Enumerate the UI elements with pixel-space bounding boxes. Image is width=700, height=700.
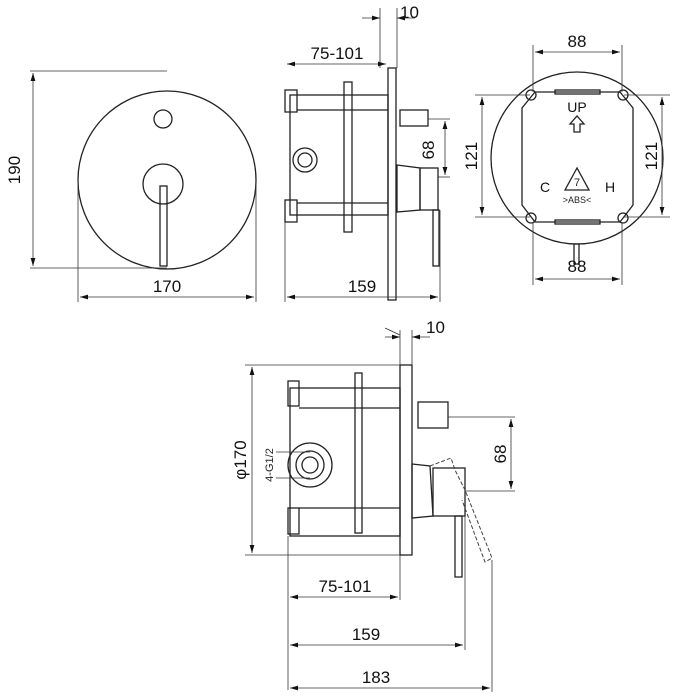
lever-base bbox=[142, 163, 184, 205]
depth-dimension: 75-101 bbox=[311, 44, 364, 63]
total-dimension: 159 bbox=[348, 277, 376, 296]
height-dimension: 190 bbox=[5, 156, 24, 184]
plate bbox=[387, 67, 397, 301]
plate-dimension: 10 bbox=[426, 318, 445, 337]
cold-label: C bbox=[540, 179, 550, 195]
total-dimension: 159 bbox=[352, 625, 380, 644]
up-arrow-icon bbox=[568, 115, 586, 133]
width-dimension: 170 bbox=[153, 277, 181, 296]
up-label: UP bbox=[567, 99, 586, 115]
depth-dimension: 75-101 bbox=[319, 577, 372, 596]
lever-handle bbox=[454, 515, 463, 578]
lever-handle bbox=[432, 209, 440, 267]
plate bbox=[399, 364, 413, 556]
overall-dimension: 183 bbox=[362, 668, 390, 687]
hot-label: H bbox=[605, 179, 615, 195]
recycle-icon bbox=[563, 166, 591, 191]
recycle-number: 7 bbox=[574, 177, 580, 189]
side-view-bottom: 10 φ170 4-G1/2 68 75-101 159 183 bbox=[231, 318, 515, 692]
bottom-width-dimension: 88 bbox=[568, 257, 587, 276]
offset-dimension: 68 bbox=[491, 445, 510, 464]
diverter-button bbox=[153, 109, 173, 129]
front-view: 190 170 bbox=[5, 70, 257, 302]
material-label: >ABS< bbox=[563, 195, 592, 205]
rear-view: UP 7 >ABS< C H 88 88 121 121 bbox=[462, 32, 670, 285]
offset-dimension: 68 bbox=[419, 141, 438, 160]
mounting-plate bbox=[490, 71, 664, 245]
side-view-top: 10 75-101 159 68 bbox=[284, 3, 450, 302]
diameter-dimension: φ170 bbox=[231, 440, 250, 479]
thread-label: 4-G1/2 bbox=[264, 448, 276, 482]
lever-rotated-outline bbox=[429, 457, 493, 563]
plate-dimension: 10 bbox=[400, 3, 419, 22]
lever-handle bbox=[159, 185, 168, 267]
left-height-dimension: 121 bbox=[462, 142, 481, 170]
right-height-dimension: 121 bbox=[642, 142, 661, 170]
outlet-fitting bbox=[399, 109, 429, 127]
outlet-fitting bbox=[417, 401, 449, 429]
top-width-dimension: 88 bbox=[568, 32, 587, 51]
